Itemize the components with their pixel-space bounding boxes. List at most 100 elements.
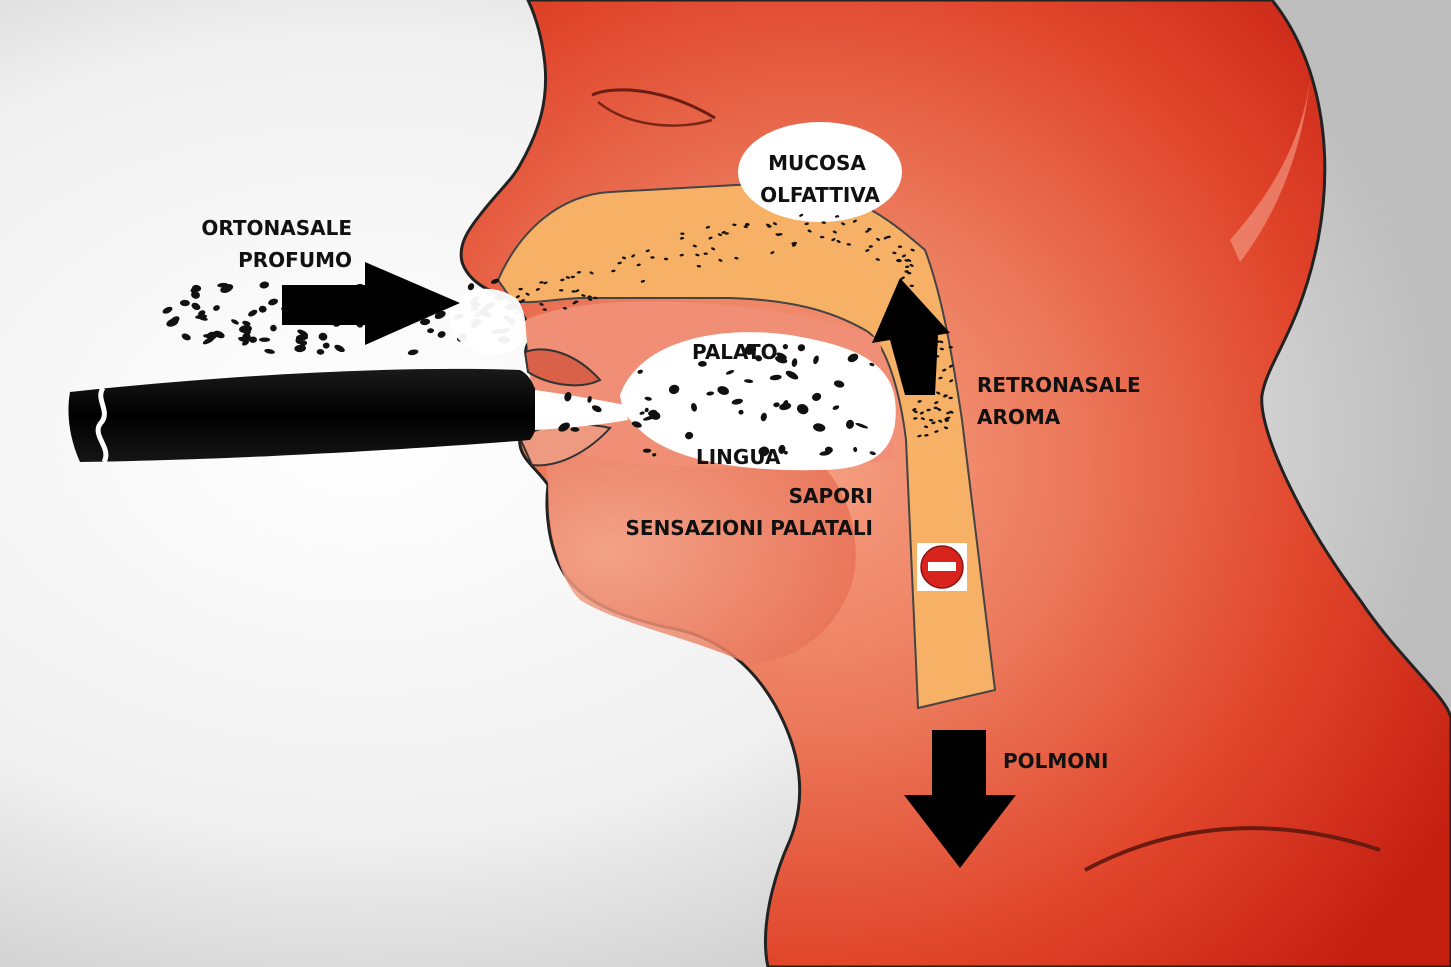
aroma-speck: [917, 400, 922, 403]
neck-crease: [1084, 826, 1381, 872]
aroma-speck: [520, 299, 525, 302]
smoke-particle: [181, 333, 191, 341]
aroma-speck: [535, 288, 540, 291]
upper-lip: [523, 348, 602, 387]
aroma-speck: [636, 263, 641, 267]
aroma-speck: [948, 364, 953, 368]
mucosa-label-line1: MUCOSA: [768, 151, 866, 175]
smoke-particle: [195, 314, 208, 319]
aroma-speck: [910, 248, 915, 252]
aroma-speck: [518, 287, 523, 291]
smoke-particle: [738, 409, 744, 415]
smoke-particle: [564, 391, 572, 402]
smoke-particle: [248, 309, 258, 317]
aroma-speck: [943, 394, 948, 397]
aroma-label: AROMA: [977, 405, 1061, 429]
smoke-particle: [316, 349, 325, 355]
smoke-particle: [631, 421, 642, 428]
smoke-particle: [570, 427, 580, 432]
aroma-speck: [581, 294, 586, 297]
aroma-speck: [692, 244, 697, 248]
smoke-particle: [217, 282, 229, 288]
smoke-particle: [295, 336, 303, 345]
aroma-speck: [912, 408, 917, 411]
smoke-particle: [239, 325, 252, 333]
smoke-particle: [170, 316, 180, 324]
aroma-speck: [631, 254, 636, 258]
aroma-speck: [732, 223, 737, 227]
aroma-speck: [588, 298, 593, 301]
aroma-speck: [770, 251, 775, 255]
aroma-speck: [937, 408, 942, 411]
smoke-particle: [437, 331, 446, 338]
smoke-particle: [318, 332, 328, 341]
aroma-speck: [799, 213, 804, 217]
aroma-speck: [949, 379, 954, 383]
aroma-speck: [572, 301, 577, 305]
aroma-speck: [896, 259, 901, 263]
airway-passage: [496, 180, 997, 710]
aroma-speck: [900, 276, 905, 280]
aroma-speck: [772, 222, 778, 226]
smoke-particle: [238, 336, 250, 343]
aroma-speck: [938, 419, 943, 423]
aroma-speck: [834, 215, 840, 218]
aroma-speck: [539, 303, 544, 306]
aroma-speck: [724, 232, 729, 235]
smoke-particle: [322, 342, 330, 349]
aroma-speck: [934, 401, 939, 404]
ortonasale-label: ORTONASALE: [201, 216, 352, 240]
aroma-speck: [543, 281, 548, 285]
aroma-speck: [867, 227, 872, 231]
aroma-speck: [913, 417, 918, 420]
smoke-particle: [785, 370, 799, 380]
aroma-speck: [650, 256, 655, 259]
mucosa-label-line2: OLFATTIVA: [760, 183, 880, 207]
aroma-speck: [765, 223, 771, 227]
aroma-speck: [865, 249, 870, 252]
aroma-speck: [943, 426, 949, 430]
polmoni-label: POLMONI: [1003, 749, 1109, 773]
smoke-particle: [782, 400, 789, 408]
smoke-particle: [297, 329, 309, 337]
aroma-speck: [920, 417, 926, 420]
aroma-speck: [923, 425, 929, 429]
sapori-label: SAPORI: [789, 484, 873, 508]
smoke-particle: [434, 310, 446, 320]
smoke-particle: [782, 344, 789, 350]
aroma-speck: [892, 251, 897, 255]
smoke-particle: [644, 407, 649, 413]
smoke-particle: [213, 305, 220, 311]
aroma-speck: [934, 430, 939, 433]
aroma-speck: [948, 396, 953, 400]
smoke-particle: [760, 412, 767, 422]
smoke-particle: [637, 369, 643, 374]
aroma-speck: [909, 284, 914, 288]
smoke-particle: [869, 362, 875, 367]
aroma-speck: [617, 261, 622, 265]
retronasale-up-arrow-icon: [872, 278, 950, 395]
aroma-speck: [865, 229, 870, 233]
smoke-particle: [832, 405, 840, 410]
aroma-speck: [944, 417, 949, 421]
smoke-particle: [847, 353, 859, 363]
eyelid: [597, 101, 713, 127]
aroma-speck: [907, 271, 912, 275]
aroma-speck: [883, 236, 888, 240]
smoke-particle: [778, 444, 786, 454]
smoke-particle: [813, 423, 826, 432]
aroma-speck: [939, 340, 944, 344]
aroma-speck: [875, 258, 880, 261]
aroma-speck: [831, 238, 836, 242]
smoke-particle: [191, 302, 201, 311]
cigar: [68, 368, 628, 464]
aroma-speck: [804, 222, 809, 226]
aroma-speck: [913, 410, 918, 413]
smoke-particle: [420, 318, 431, 326]
aroma-speck: [593, 296, 598, 300]
aroma-speck: [711, 247, 716, 251]
smoke-particle: [268, 298, 279, 306]
smoke-particle: [258, 305, 267, 313]
